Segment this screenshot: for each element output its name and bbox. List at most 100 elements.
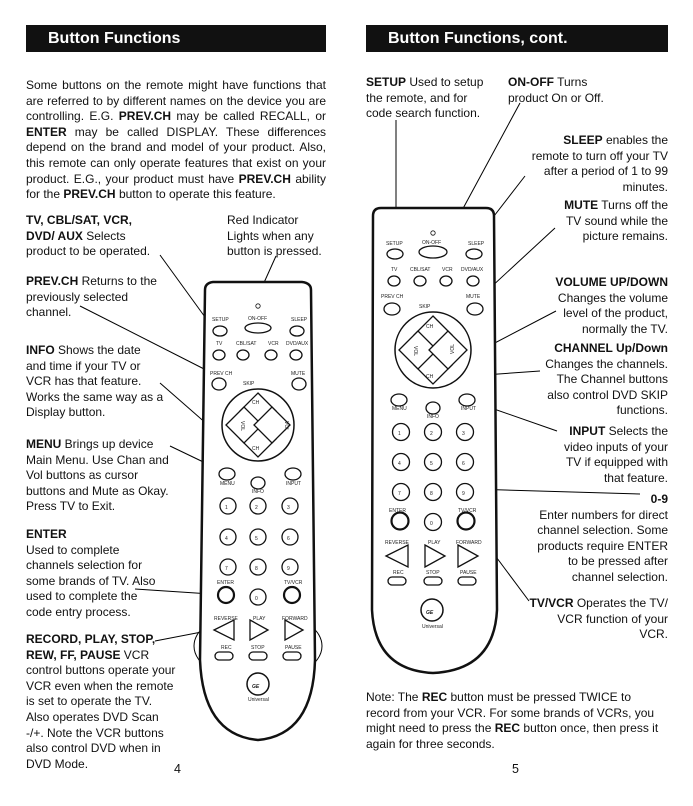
mute-button[interactable] <box>291 377 307 391</box>
info-button[interactable] <box>425 401 441 415</box>
svg-text:4: 4 <box>225 536 228 542</box>
tv-button[interactable] <box>212 349 226 361</box>
menu-button[interactable] <box>218 467 236 481</box>
ge-logo <box>420 598 444 622</box>
svg-text:VCR: VCR <box>268 341 279 347</box>
setup-button[interactable] <box>212 325 228 337</box>
right-dpad[interactable]: CH CH VOL VOL <box>394 311 472 389</box>
svg-text:MUTE: MUTE <box>291 371 306 377</box>
stop-button[interactable] <box>248 651 268 661</box>
setup-button[interactable] <box>386 248 404 260</box>
vcr-button[interactable] <box>264 349 278 361</box>
right-page-header: Button Functions, cont. <box>366 25 668 52</box>
svg-text:6: 6 <box>287 536 290 542</box>
tv-vcr-button[interactable] <box>282 585 302 605</box>
svg-text:VOL: VOL <box>239 421 245 431</box>
mute-button[interactable] <box>466 302 484 316</box>
svg-text:TV/VCR: TV/VCR <box>458 508 477 514</box>
right-keypad[interactable]: 1 2 3 4 5 6 7 8 9 0 <box>391 422 475 532</box>
svg-text:INPUT: INPUT <box>461 406 476 412</box>
dvd-aux-button[interactable] <box>289 349 303 361</box>
svg-text:VOL: VOL <box>450 344 456 354</box>
on-off-button[interactable] <box>244 322 272 334</box>
svg-text:SKIP: SKIP <box>243 381 255 387</box>
svg-text:DVD/AUX: DVD/AUX <box>286 341 309 347</box>
callout-enter: ENTER Used to complete channels selectio… <box>26 527 156 619</box>
play-button[interactable] <box>249 618 270 642</box>
stop-button[interactable] <box>423 576 443 586</box>
prev-ch-button[interactable] <box>211 377 227 391</box>
rec-note: Note: The REC button must be pressed TWI… <box>366 690 659 751</box>
svg-text:PREV CH: PREV CH <box>381 294 404 300</box>
svg-text:ENTER: ENTER <box>217 580 234 586</box>
svg-text:9: 9 <box>462 491 465 497</box>
svg-text:VOL: VOL <box>283 421 289 431</box>
svg-text:INFO: INFO <box>427 414 439 420</box>
cbl-sat-button[interactable] <box>413 275 427 287</box>
svg-text:2: 2 <box>255 505 258 511</box>
svg-text:REC: REC <box>393 570 404 576</box>
svg-text:0: 0 <box>430 521 433 527</box>
reverse-button[interactable] <box>384 543 409 569</box>
callout-prev-ch: PREV.CH Returns to the previously select… <box>26 274 157 320</box>
svg-text:8: 8 <box>255 566 258 572</box>
play-button[interactable] <box>424 543 447 569</box>
forward-button[interactable] <box>284 618 305 642</box>
left-keypad[interactable]: 1 2 3 4 5 6 7 8 9 0 <box>219 497 299 606</box>
svg-text:5: 5 <box>255 536 258 542</box>
rec-button[interactable] <box>214 651 234 661</box>
svg-text:ON-OFF: ON-OFF <box>248 316 267 322</box>
input-button[interactable] <box>284 467 302 481</box>
svg-text:STOP: STOP <box>251 645 265 651</box>
enter-button[interactable] <box>216 585 236 605</box>
rec-button[interactable] <box>387 576 407 586</box>
svg-text:GE: GE <box>252 684 260 690</box>
menu-button[interactable] <box>390 393 408 407</box>
svg-text:SETUP: SETUP <box>386 241 403 247</box>
svg-text:VOL: VOL <box>412 346 418 356</box>
tv-button[interactable] <box>387 275 401 287</box>
reverse-button[interactable] <box>212 618 235 642</box>
pause-button[interactable] <box>282 651 302 661</box>
indicator-light <box>430 230 436 236</box>
svg-text:7: 7 <box>398 491 401 497</box>
sleep-button[interactable] <box>465 248 483 260</box>
svg-text:ENTER: ENTER <box>389 508 406 514</box>
svg-text:PREV CH: PREV CH <box>210 371 233 377</box>
svg-text:CH: CH <box>426 374 434 380</box>
callout-volume: VOLUME UP/DOWN Changes the volume level … <box>555 275 668 336</box>
svg-text:FORWARD: FORWARD <box>282 616 308 622</box>
on-off-button[interactable] <box>418 245 448 259</box>
callout-tv-vcr: TV/VCR Operates the TV/ VCR function of … <box>529 596 668 642</box>
page-number-right: 5 <box>512 762 519 776</box>
enter-button[interactable] <box>390 511 410 531</box>
callout-sleep: SLEEP enables the remote to turn off you… <box>531 133 668 194</box>
svg-text:STOP: STOP <box>426 570 440 576</box>
svg-text:1: 1 <box>225 505 228 511</box>
svg-text:TV: TV <box>216 341 223 347</box>
svg-text:1: 1 <box>398 431 401 437</box>
page-number-left: 4 <box>174 762 181 776</box>
svg-text:6: 6 <box>462 461 465 467</box>
callout-digits: 0-9 Enter numbers for direct channel sel… <box>537 492 668 584</box>
svg-text:REVERSE: REVERSE <box>385 540 410 546</box>
tv-vcr-button[interactable] <box>456 511 476 531</box>
dvd-aux-button[interactable] <box>466 275 480 287</box>
callout-vcr-controls: RECORD, PLAY, STOP, REW, FF, PAUSE VCR c… <box>26 632 176 771</box>
prev-ch-button[interactable] <box>383 302 401 316</box>
input-button[interactable] <box>458 393 476 407</box>
svg-text:2: 2 <box>430 431 433 437</box>
pause-button[interactable] <box>457 576 477 586</box>
left-remote: SETUP ON-OFF SLEEP TV CBL/SAT VCR DVD/AU… <box>198 280 317 742</box>
svg-text:PAUSE: PAUSE <box>285 645 302 651</box>
svg-text:7: 7 <box>225 566 228 572</box>
svg-text:MENU: MENU <box>392 406 407 412</box>
intro-paragraph: Some buttons on the remote might have fu… <box>26 78 326 202</box>
left-dpad[interactable]: CH CH VOL VOL <box>221 388 295 462</box>
forward-button[interactable] <box>457 543 480 569</box>
sleep-button[interactable] <box>289 325 305 337</box>
info-button[interactable] <box>250 476 266 490</box>
vcr-button[interactable] <box>439 275 453 287</box>
cbl-sat-button[interactable] <box>236 349 250 361</box>
svg-text:GE: GE <box>426 610 434 616</box>
